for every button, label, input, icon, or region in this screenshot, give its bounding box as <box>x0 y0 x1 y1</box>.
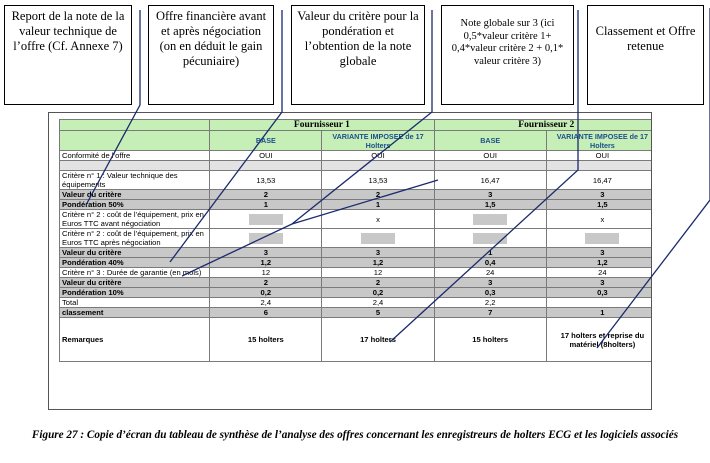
redacted-price <box>585 232 620 244</box>
col-header: VARIANTE IMPOSEE de 17 Holters <box>545 130 651 151</box>
table-row: Pondération 10% 0,2 0,2 0,3 0,3 <box>58 287 651 298</box>
callout-note-technique: Report de la note de la valeur technique… <box>4 5 132 105</box>
table-row: Valeur du critère 3 3 1 3 <box>58 247 651 258</box>
table-row: Total 2,4 2,4 2,2 <box>58 297 651 308</box>
redacted-price <box>248 232 283 244</box>
table-row: Pondération 40% 1,2 1,2 0,4 1,2 <box>58 257 651 268</box>
callout-classement: Classement et Offre retenue <box>587 5 704 105</box>
col-header: BASE <box>209 130 323 151</box>
corner-cell <box>58 119 210 131</box>
table-row: Valeur du critère 2 2 3 3 <box>58 189 651 200</box>
callout-valeur-critere: Valeur du critère pour la pondération et… <box>291 5 425 105</box>
table-row: Critère n° 2 : coût de l’équipement, pri… <box>58 228 651 248</box>
figure-caption: Figure 27 : Copie d’écran du tableau de … <box>31 429 679 441</box>
table-row: Conformité de l’offre OUI OUI OUI OUI <box>58 150 651 161</box>
table-row: classement 6 5 7 1 <box>58 307 651 318</box>
table-row: Remarques 15 holters 17 holters 15 holte… <box>58 317 651 362</box>
table-row: Critère n° 1 : Valeur technique des équi… <box>58 170 651 190</box>
table-row: Pondération 50% 1 1 1,5 1,5 <box>58 199 651 210</box>
table-row: Critère n° 2 : coût de l’équipement, pri… <box>58 209 651 229</box>
redacted-price <box>248 213 283 225</box>
col-header: VARIANTE IMPOSEE de 17 Holters <box>321 130 435 151</box>
redacted-price <box>361 232 395 244</box>
supplier-2-header: Fournisseur 2 <box>433 119 651 131</box>
redacted-price <box>473 213 508 225</box>
callout-note-globale: Note globale sur 3 (ici 0,5*valeur critè… <box>441 5 574 105</box>
synthesis-table: Fournisseur 1 Fournisseur 2 BASE VARIANT… <box>58 119 651 362</box>
table-screenshot: Fournisseur 1 Fournisseur 2 BASE VARIANT… <box>48 112 652 410</box>
redacted-price <box>473 232 508 244</box>
callout-offre-financiere: Offre financière avant et après négociat… <box>148 5 274 105</box>
supplier-1-header: Fournisseur 1 <box>209 119 435 131</box>
table-row: Valeur du critère 2 2 3 3 <box>58 277 651 288</box>
table-row: Critère n° 3 : Durée de garantie (en moi… <box>58 267 651 278</box>
col-header: BASE <box>433 130 547 151</box>
